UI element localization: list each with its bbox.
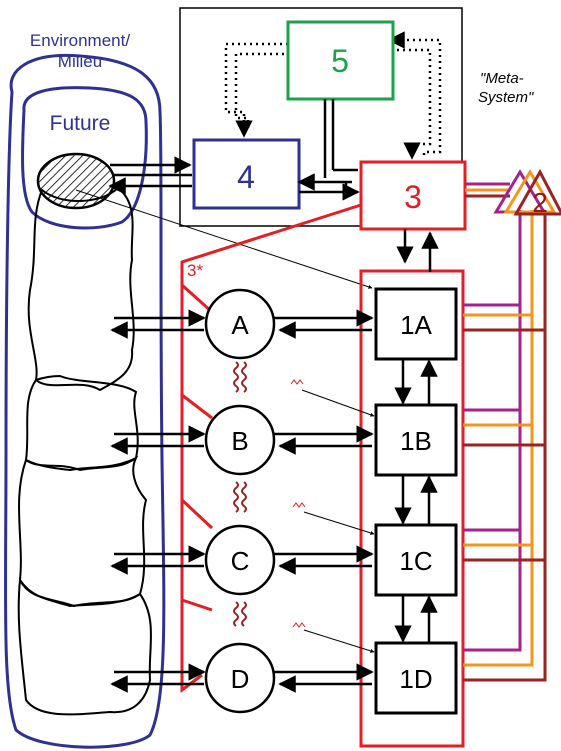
system-4-3-links [299, 182, 358, 192]
environment: Environment/ Milieu [5, 31, 163, 747]
system-5-links [325, 99, 358, 178]
squiggle-symbols [291, 380, 305, 627]
system-2-channels [463, 184, 545, 680]
operation-circle-c-label: C [231, 546, 250, 576]
environment-domains [19, 188, 151, 714]
meta-system-label: "Meta- [480, 70, 524, 87]
system-5-label: 5 [331, 43, 349, 79]
system-3: 3 [361, 162, 465, 229]
environment-domain-a [29, 188, 134, 390]
squiggle-arrows [302, 390, 374, 652]
environment-domain-c [19, 458, 146, 606]
system-3star-label: 3* [187, 261, 203, 280]
environment-domain-d [19, 580, 151, 714]
operation-box-c-label: 1C [399, 546, 432, 576]
system-3-to-ops-links [405, 229, 430, 272]
operation-circle-d-label: D [231, 664, 250, 694]
system-4-label: 4 [237, 159, 255, 195]
environment-label: Environment/ [30, 31, 130, 50]
operation-circle-a-label: A [231, 310, 249, 340]
meta-system-label-2: System" [478, 89, 534, 106]
operation-box-d-label: 1D [399, 664, 432, 694]
environment-label-2: Milieu [58, 52, 102, 71]
system-4: 4 [194, 140, 299, 208]
operation-circle-b-label: B [231, 426, 248, 456]
future-hatched-area [38, 154, 114, 208]
future-label: Future [50, 112, 111, 135]
operation-box-b-label: 1B [400, 426, 432, 456]
system-2-label: 2 [532, 187, 548, 218]
system-3-label: 3 [404, 179, 422, 215]
system-2: 2 [496, 172, 561, 218]
system-5: 5 [288, 22, 393, 99]
operation-box-a-label: 1A [400, 310, 432, 340]
environment-domain-b [26, 376, 138, 470]
